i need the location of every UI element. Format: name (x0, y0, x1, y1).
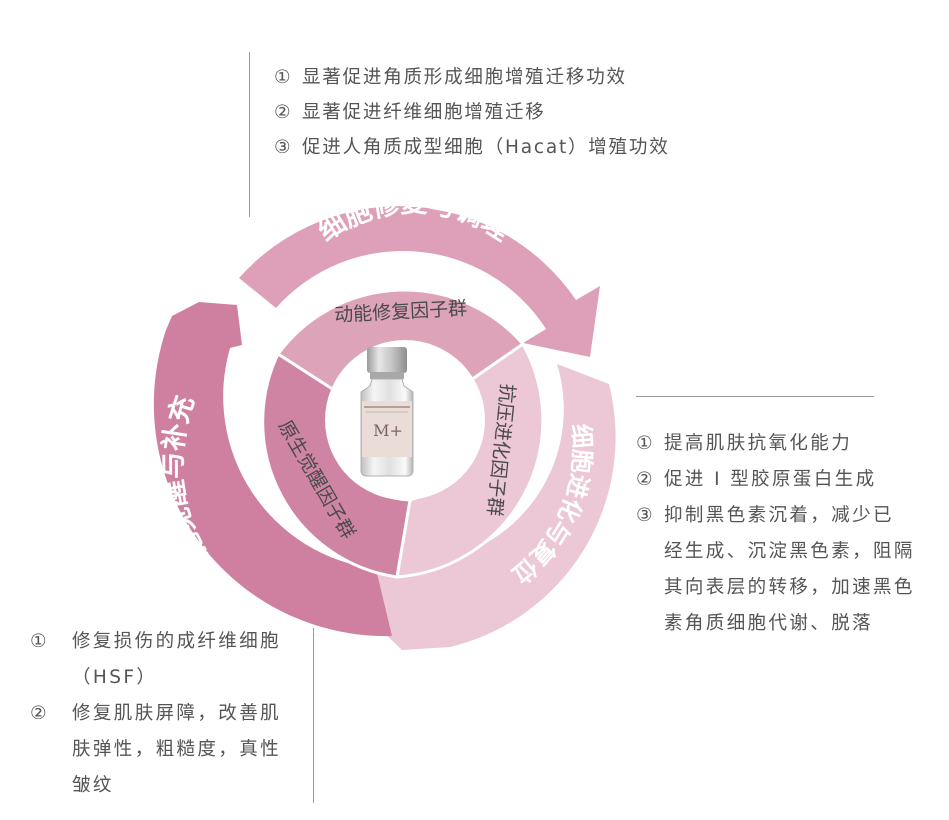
top-leader-line (249, 52, 250, 217)
top-arc-arrow (239, 206, 600, 357)
product-vial: M+ (360, 347, 414, 477)
vial-logo: M+ (373, 421, 403, 440)
left-leader-line (313, 628, 314, 803)
right-leader-line (636, 396, 874, 397)
left-arc-arrow (153, 302, 392, 637)
right-arc-arrow (350, 364, 616, 650)
